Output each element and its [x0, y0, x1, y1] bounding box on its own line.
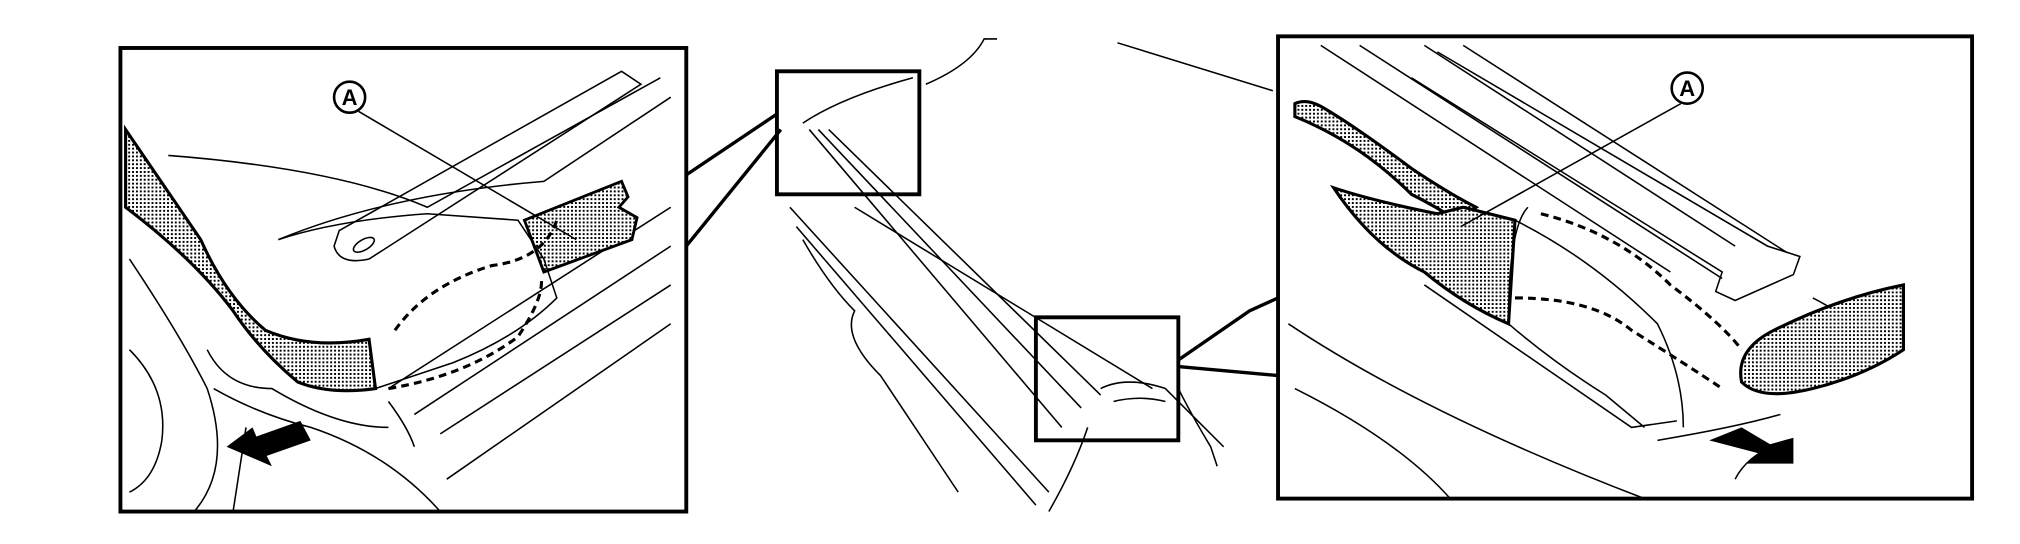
callout-a-marker: [332, 80, 367, 115]
direction-arrow-icon: [226, 420, 311, 467]
weatherstrip-end: [1739, 283, 1906, 396]
detail-locator-lower: [1033, 315, 1181, 443]
center-overview: [774, 38, 1274, 512]
rod-end-hole: [352, 236, 376, 253]
left-body-lines: [128, 77, 672, 513]
callout-leader: [358, 110, 577, 241]
hidden-edge-dashed: [1540, 212, 1743, 351]
callout-a-label: A: [1679, 76, 1695, 101]
trim-rod: [1410, 51, 1801, 302]
callout-a-label: A: [342, 85, 358, 110]
tape-strip: [522, 179, 639, 274]
panel-outline: [278, 212, 558, 390]
right-detail-view: A: [1276, 34, 1975, 501]
panel-outline: [1507, 206, 1645, 428]
left-detail-frame: [118, 46, 689, 514]
trim-rod: [333, 70, 643, 262]
detail-locator-upper: [774, 69, 922, 197]
right-detail-frame: [1276, 34, 1975, 501]
hidden-edge-dashed: [393, 219, 559, 332]
weatherstrip-band: [124, 124, 378, 393]
right-body-lines: [1287, 44, 1879, 500]
callout-leader: [1460, 102, 1682, 228]
weatherstrip-band-upper: [1293, 99, 1480, 223]
callout-a-marker: [1670, 71, 1705, 105]
callout-connectors: [684, 112, 1279, 378]
direction-arrow-icon: [1709, 427, 1794, 464]
left-detail-view: A: [118, 46, 689, 514]
weatherstrip-band-lower: [1329, 184, 1517, 327]
